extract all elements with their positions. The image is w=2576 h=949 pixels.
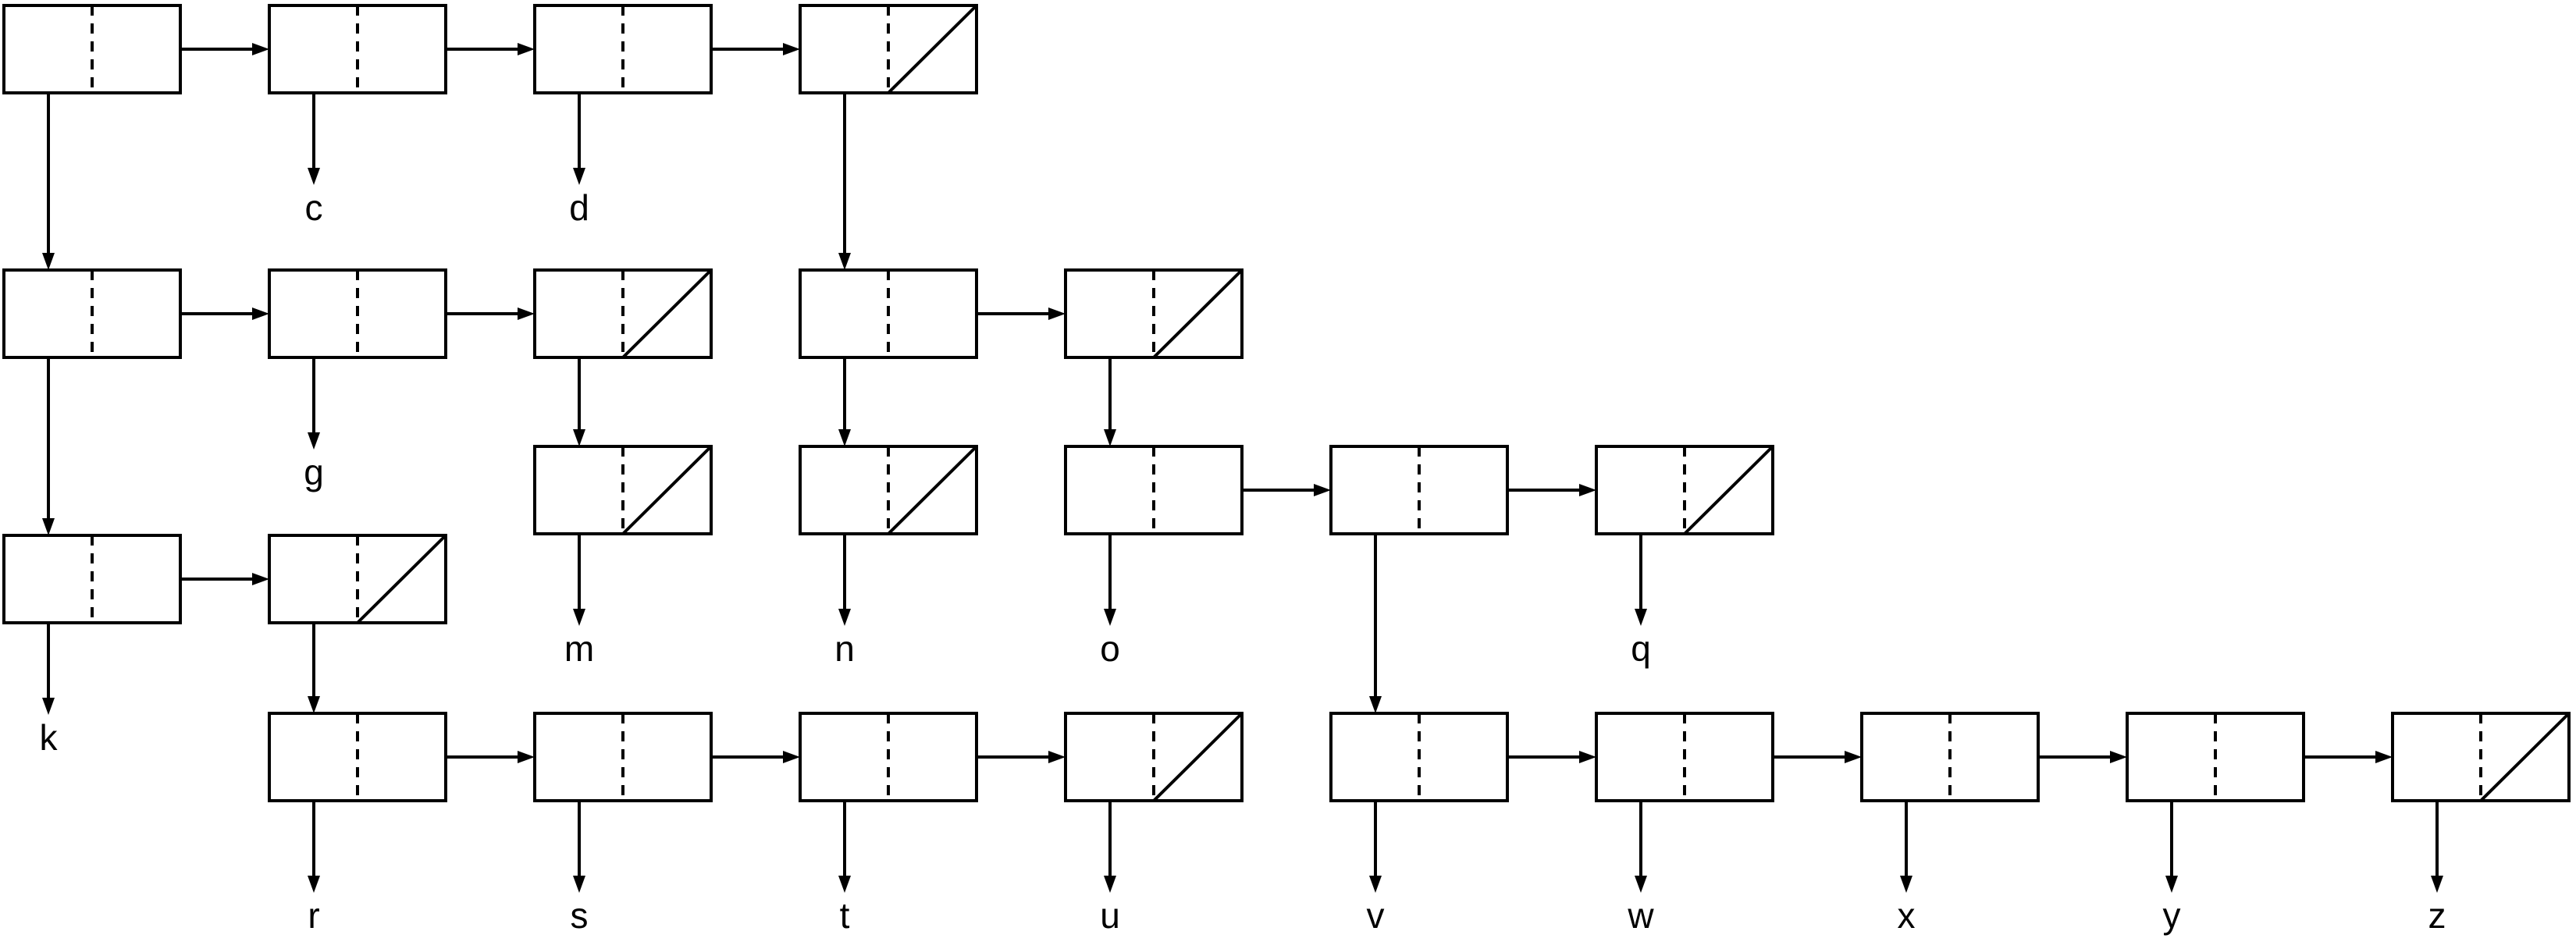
- cons-cell: [2391, 712, 2571, 802]
- cons-cell: [533, 4, 713, 94]
- cons-cell: [799, 4, 978, 94]
- cons-cells: [2, 4, 2571, 802]
- arrowhead: [1048, 307, 1066, 320]
- atom-label: s: [571, 895, 589, 936]
- arrowhead: [308, 696, 320, 713]
- cons-cell: [268, 4, 447, 94]
- arrowhead: [1579, 751, 1596, 763]
- nil-slash: [1152, 712, 1244, 802]
- arrowhead: [1314, 484, 1331, 496]
- cons-cell: [2, 4, 182, 94]
- atom-label: g: [304, 452, 324, 492]
- cons-cell: [533, 712, 713, 802]
- arrowhead: [2165, 876, 2178, 893]
- arrowhead: [1900, 876, 1912, 893]
- arrowhead: [573, 876, 585, 893]
- arrowhead: [308, 432, 320, 450]
- arrowhead: [42, 253, 55, 270]
- arrowhead: [1635, 609, 1647, 626]
- arrowhead: [2110, 751, 2127, 763]
- cell-box: [799, 268, 978, 359]
- arrowhead: [1048, 751, 1066, 763]
- atom-label: d: [569, 187, 589, 228]
- cons-cell: [2, 268, 182, 359]
- cons-cell: [799, 268, 978, 359]
- arrowhead: [2431, 876, 2443, 893]
- arrowhead: [518, 751, 535, 763]
- atom-label: o: [1100, 628, 1120, 669]
- cons-cell: [533, 268, 713, 359]
- atom-label: k: [40, 717, 59, 758]
- cons-cell: [533, 445, 713, 535]
- nil-slash: [621, 268, 713, 359]
- arrowhead: [1369, 876, 1382, 893]
- arrowhead: [783, 751, 800, 763]
- cons-cell: [1064, 445, 1244, 535]
- arrowhead: [573, 168, 585, 185]
- atom-label: m: [564, 628, 594, 669]
- cons-cell: [1329, 712, 1509, 802]
- arrowhead: [42, 518, 55, 535]
- atom-label: c: [305, 187, 323, 228]
- atom-label: y: [2163, 895, 2181, 936]
- nil-slash: [2479, 712, 2571, 802]
- arrowhead: [1579, 484, 1596, 496]
- atom-labels: c d g k m n o q r s t u v w x y z: [40, 187, 2446, 936]
- cons-cell: [799, 445, 978, 535]
- cons-cell: [268, 534, 447, 624]
- cons-cell: [1860, 712, 2040, 802]
- cons-cell: [1064, 268, 1244, 359]
- atom-label: v: [1367, 895, 1385, 936]
- arrowhead: [838, 253, 851, 270]
- cons-cell: [268, 268, 447, 359]
- nil-slash: [356, 534, 447, 624]
- arrowhead: [838, 876, 851, 893]
- arrowhead: [573, 609, 585, 626]
- atom-label: n: [834, 628, 855, 669]
- atom-label: x: [1898, 895, 1916, 936]
- arrowhead: [838, 429, 851, 446]
- cons-cell: [2126, 712, 2305, 802]
- arrowhead: [252, 307, 269, 320]
- arrowhead: [783, 43, 800, 55]
- arrowhead: [518, 307, 535, 320]
- atom-label: z: [2428, 895, 2446, 936]
- arrowhead: [308, 168, 320, 185]
- cons-cell: [268, 712, 447, 802]
- cons-cell: [1329, 445, 1509, 535]
- atom-label: q: [1631, 628, 1651, 669]
- nil-slash: [621, 445, 713, 535]
- cons-cell: [1064, 712, 1244, 802]
- arrowhead: [1635, 876, 1647, 893]
- arrowhead: [1104, 876, 1116, 893]
- nil-slash: [887, 4, 978, 94]
- arrowhead: [1369, 696, 1382, 713]
- atom-label: r: [308, 895, 319, 936]
- arrowhead: [308, 876, 320, 893]
- arrowhead: [1845, 751, 1862, 763]
- arrowhead: [573, 429, 585, 446]
- nil-slash: [1152, 268, 1244, 359]
- arrowhead: [518, 43, 535, 55]
- cons-cell: [799, 712, 978, 802]
- arrowhead: [1104, 429, 1116, 446]
- nil-slash: [887, 445, 978, 535]
- atom-label: u: [1100, 895, 1120, 936]
- cons-cell: [1595, 445, 1774, 535]
- arrowhead: [1104, 609, 1116, 626]
- arrowhead: [838, 609, 851, 626]
- arrowhead: [252, 573, 269, 585]
- nil-slash: [1683, 445, 1774, 535]
- cons-cell: [2, 534, 182, 624]
- arrowhead: [252, 43, 269, 55]
- atom-label: t: [840, 895, 850, 936]
- arrowhead: [2375, 751, 2393, 763]
- arrowhead: [42, 698, 55, 715]
- atom-label: w: [1627, 895, 1654, 936]
- cons-cell: [1595, 712, 1774, 802]
